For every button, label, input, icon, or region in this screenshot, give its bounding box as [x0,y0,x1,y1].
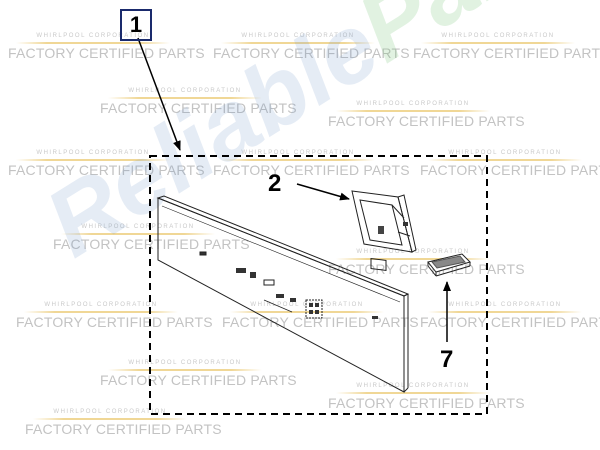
callout-label-7: 7 [440,346,454,373]
leader-line-2 [296,183,350,201]
callout-label-2: 2 [268,170,282,197]
leader-line-1 [137,37,181,151]
bracket-part [351,190,417,271]
callout-label-1: 1 [120,9,152,41]
filter-part [427,253,471,277]
control-panel-part [156,195,410,393]
assembly-boundary [149,155,488,415]
